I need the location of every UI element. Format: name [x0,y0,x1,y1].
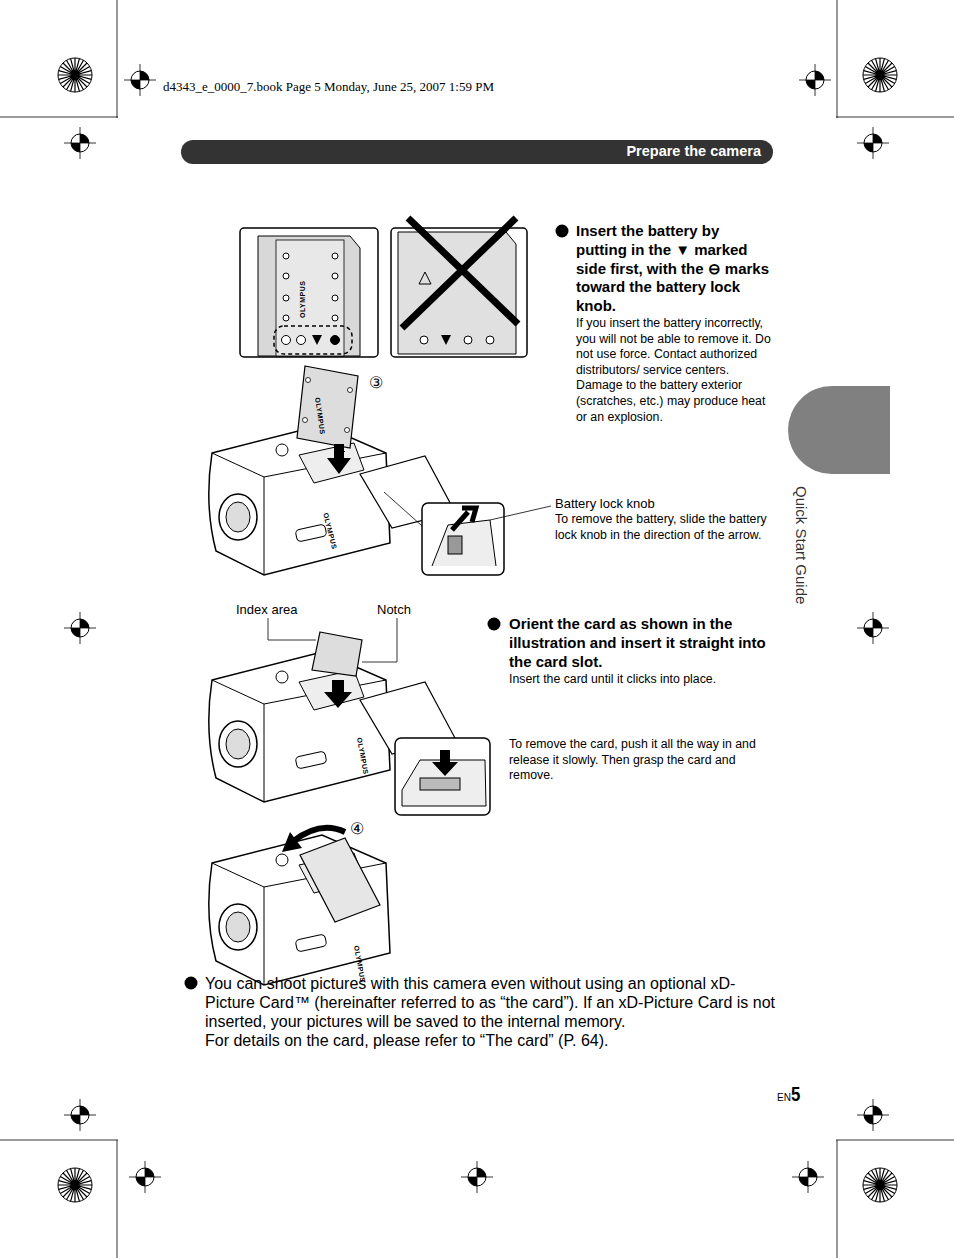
file-info: d4343_e_0000_7.book Page 5 Monday, June … [163,79,494,95]
brand-mark: OLYMPUS [299,281,306,318]
page-number: 5 [791,1082,800,1106]
callout-number: ④ [350,819,364,838]
instruction-heading: Orient the card as shown in the illustra… [509,615,771,671]
callout-number: ③ [369,373,383,392]
instruction-heading: Insert the battery by putting in the ▼ m… [576,222,772,316]
part-label: Battery lock knob [555,496,655,511]
note-text: Insert the card until it clicks into pla… [509,672,716,688]
section-band: Prepare the camera [181,140,773,164]
note-text: To remove the battery, slide the battery… [555,512,769,543]
language-code: EN [777,1092,791,1103]
part-label: Notch [377,602,411,617]
part-label: Index area [236,602,297,617]
caution-note: If you insert the battery incorrectly, y… [576,316,772,425]
body-text: For details on the card, please refer to… [205,1031,608,1050]
section-tab-text: Quick Start Guide [793,486,810,604]
body-text: You can shoot pictures with this camera … [205,974,780,1031]
section-title: Prepare the camera [626,143,761,159]
note-text: To remove the card, push it all the way … [509,737,771,784]
